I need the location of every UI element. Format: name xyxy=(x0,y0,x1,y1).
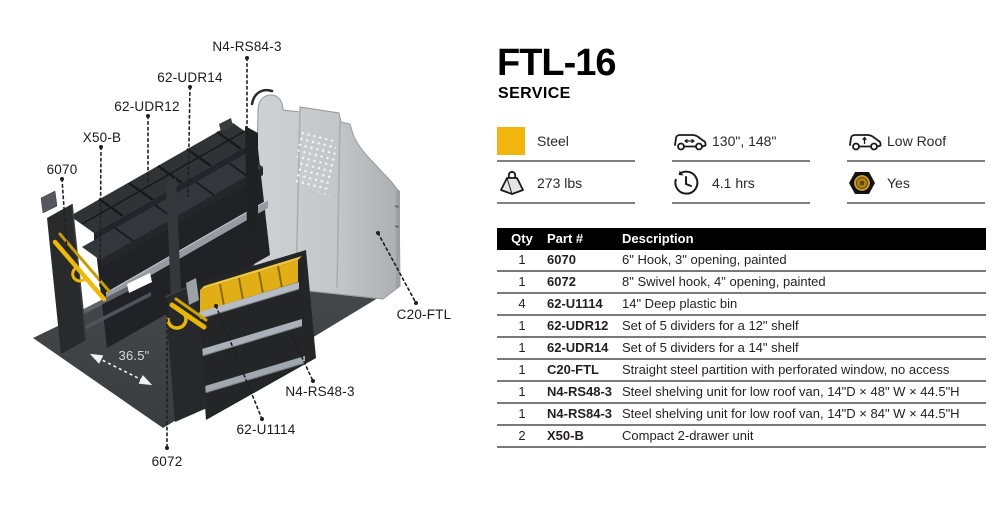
page-title: FTL-16 xyxy=(497,42,617,84)
callout-line-62-u1114 xyxy=(215,305,263,420)
cell-qty: 1 xyxy=(497,381,547,404)
swivel-hook-6072 xyxy=(166,297,208,330)
spec-grid: Steel 130", 148" Low Roof xyxy=(497,126,986,204)
callout-dots xyxy=(60,56,418,450)
cell-description: Straight steel partition with perforated… xyxy=(622,359,986,382)
cell-description: Compact 2-drawer unit xyxy=(622,425,986,448)
cell-part: X50-B xyxy=(547,425,622,448)
callout-62-udr14: 62-UDR14 xyxy=(157,70,223,85)
spec-weight: 273 lbs xyxy=(497,169,635,204)
callout-62-u1114: 62-U1114 xyxy=(236,422,296,437)
callout-line-x50-b xyxy=(99,146,102,287)
plastic-bins xyxy=(200,256,302,312)
cell-part: N4-RS84-3 xyxy=(547,403,622,426)
cell-description: Set of 5 dividers for a 12" shelf xyxy=(622,315,986,338)
weight-icon xyxy=(497,169,537,197)
partition-c20-ftl xyxy=(250,88,401,300)
spec-material: Steel xyxy=(497,126,635,162)
callout-62-udr12: 62-UDR12 xyxy=(114,99,180,114)
cell-qty: 1 xyxy=(497,271,547,294)
cell-description: Set of 5 dividers for a 14" shelf xyxy=(622,337,986,360)
spec-certified-label: Yes xyxy=(887,174,910,191)
certified-badge-icon xyxy=(847,169,887,197)
dimension-label: 36.5" xyxy=(118,348,150,363)
page-subtitle: SERVICE xyxy=(498,85,571,102)
clock-icon xyxy=(672,169,712,197)
callout-n4-rs48-3: N4-RS48-3 xyxy=(285,384,355,399)
shelving-unit-84 xyxy=(40,118,270,354)
cell-part: N4-RS48-3 xyxy=(547,381,622,404)
shelving-unit-48 xyxy=(164,250,316,422)
cell-qty: 1 xyxy=(497,403,547,426)
cell-part: 62-U1114 xyxy=(547,293,622,316)
van-roof-height-icon xyxy=(847,128,887,154)
callout-6072: 6072 xyxy=(151,454,183,469)
spec-roof-label: Low Roof xyxy=(887,132,947,149)
spec-roof: Low Roof xyxy=(847,127,985,162)
callout-x50-b: X50-B xyxy=(82,130,122,145)
callout-6070: 6070 xyxy=(46,162,78,177)
cell-part: C20-FTL xyxy=(547,359,622,382)
cell-qty: 1 xyxy=(497,337,547,360)
col-header-qty: Qty xyxy=(497,228,547,250)
cell-qty: 1 xyxy=(497,315,547,338)
steel-swatch-icon xyxy=(497,126,525,155)
col-header-part: Part # xyxy=(547,228,622,250)
cell-qty: 2 xyxy=(497,425,547,448)
cell-part: 62-UDR12 xyxy=(547,315,622,338)
cell-description: Steel shelving unit for low roof van, 14… xyxy=(622,381,986,404)
cell-part: 62-UDR14 xyxy=(547,337,622,360)
cell-description: 6" Hook, 3" opening, painted xyxy=(622,250,986,272)
end-panel-hook-6070 xyxy=(40,190,111,354)
callout-line-6070 xyxy=(61,178,68,252)
spec-install-time-label: 4.1 hrs xyxy=(712,174,755,191)
perforated-window xyxy=(294,131,337,196)
cell-qty: 1 xyxy=(497,250,547,272)
spec-certified: Yes xyxy=(847,169,985,204)
cell-qty: 4 xyxy=(497,293,547,316)
van-package-diagram: N4-RS84-3 62-UDR14 62-UDR12 X50-B 6070 C… xyxy=(0,0,480,510)
spec-wheelbase: 130", 148" xyxy=(672,127,810,162)
callout-line-62-udr14 xyxy=(187,86,191,197)
parts-table-header: Qty Part # Description xyxy=(497,228,986,250)
spec-wheelbase-label: 130", 148" xyxy=(712,132,777,149)
col-header-description: Description xyxy=(622,228,986,250)
callout-line-c20-ftl xyxy=(377,232,417,304)
spec-weight-label: 273 lbs xyxy=(537,174,583,191)
van-wheelbase-icon xyxy=(672,128,712,154)
cell-description: Steel shelving unit for low roof van, 14… xyxy=(622,403,986,426)
diagram-illustration xyxy=(33,56,418,450)
callout-line-n4-rs48-3 xyxy=(291,335,314,382)
cell-part: 6072 xyxy=(547,271,622,294)
callout-lines xyxy=(61,57,417,449)
dimension-arrow xyxy=(89,353,153,386)
callout-c20-ftl: C20-FTL xyxy=(396,307,452,322)
callout-n4-rs84-3: N4-RS84-3 xyxy=(212,39,282,54)
cell-part: 6070 xyxy=(547,250,622,272)
spec-material-label: Steel xyxy=(537,132,569,149)
cell-qty: 1 xyxy=(497,359,547,382)
spec-install-time: 4.1 hrs xyxy=(672,169,810,204)
cell-description: 14" Deep plastic bin xyxy=(622,293,986,316)
cell-description: 8" Swivel hook, 4" opening, painted xyxy=(622,271,986,294)
